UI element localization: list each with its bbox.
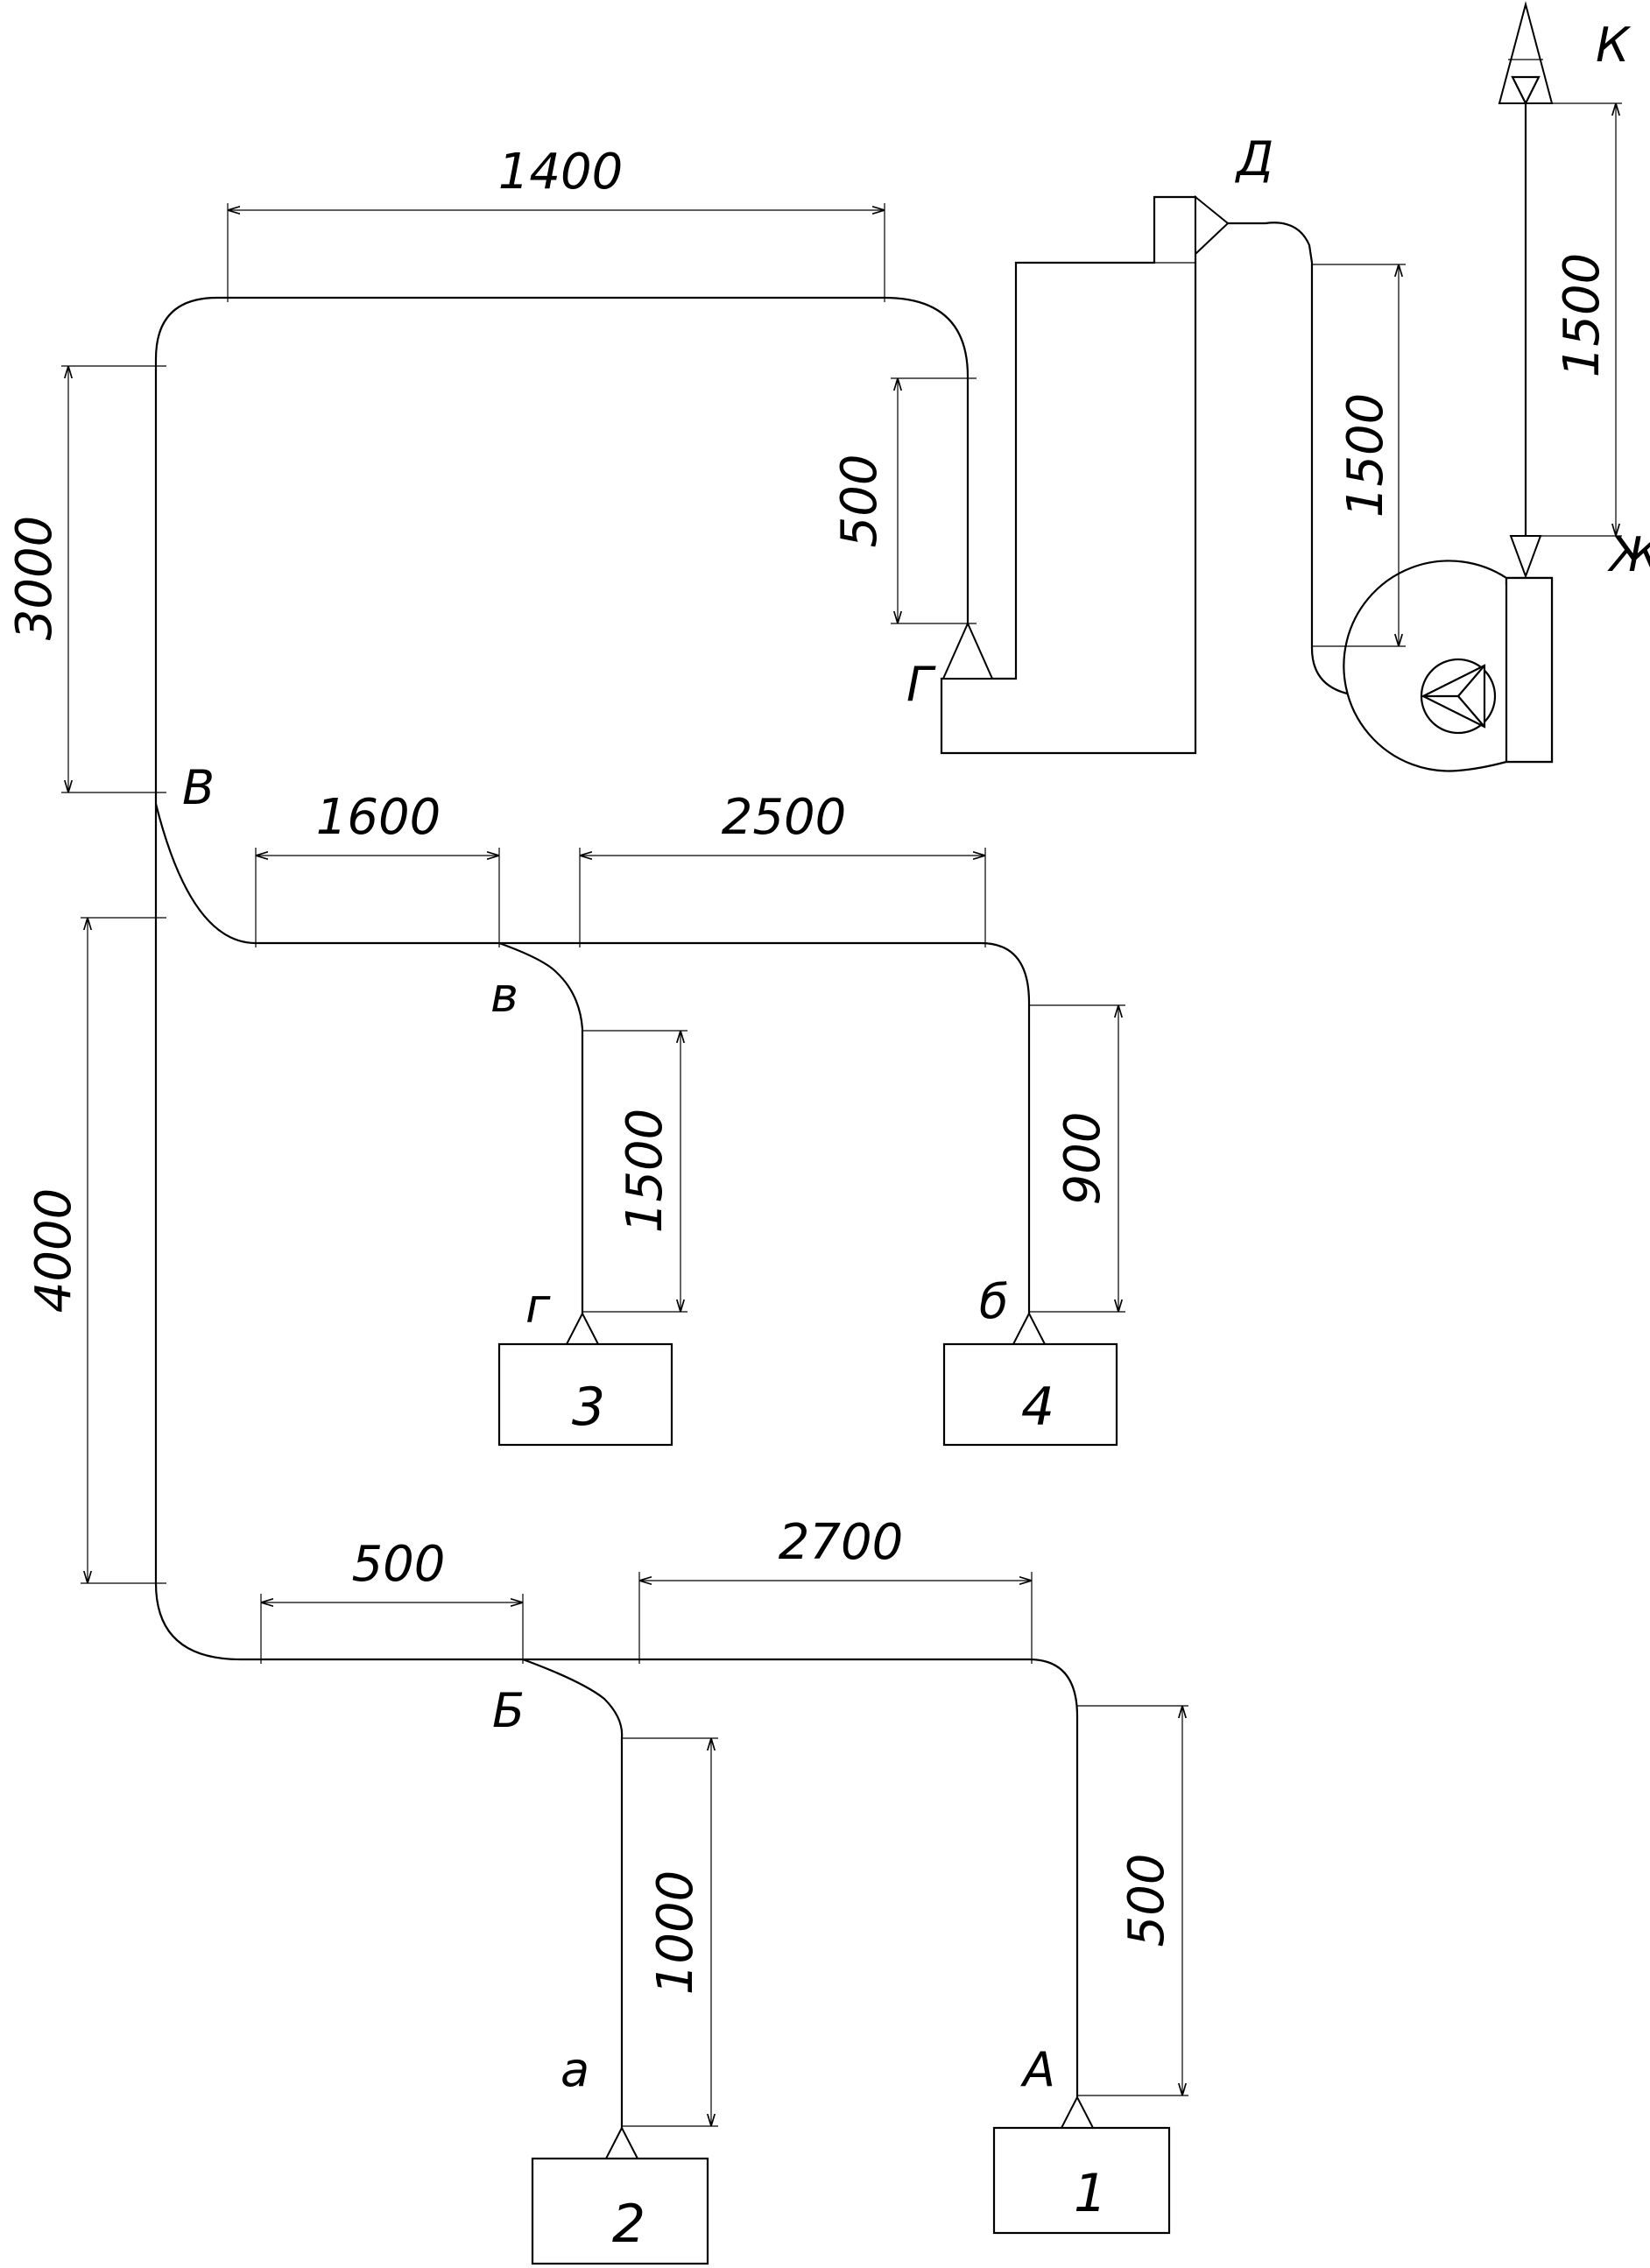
node-labels: К Д Г Ж В в г б Б а А [182,18,1650,2097]
node-b-upper: Б [492,1683,525,1738]
unit-2-label: 2 [612,2194,645,2255]
dim-branch-b-right: 2700 [779,1514,904,1571]
dim-main-lower: 4000 [25,1188,82,1314]
branch-v-duct [154,803,1031,1314]
unit-3-label: 3 [572,1377,605,1438]
hoods [565,1311,1095,2159]
dim-top-run: 1400 [498,144,624,201]
fan-intake-icon [1509,535,1542,579]
node-v-upper: В [182,760,215,815]
hood-3-icon [565,1311,600,1345]
hood-1-icon [1060,2095,1095,2129]
units: 1 2 3 4 [497,1342,1171,2265]
dim-cyclone-fan: 1500 [1337,393,1394,518]
branch-b-duct [154,1582,1079,2097]
cyclone [940,194,1230,755]
dimensions: 1400 500 1500 1500 3000 4000 1600 [6,102,1622,2127]
cyclone-inlet-icon [941,621,994,680]
dim-exhaust-stack: 1500 [1554,253,1611,378]
dim-drop-3: 1500 [617,1109,673,1234]
unit-4: 4 [942,1342,1118,1447]
fan-icon [1421,664,1486,729]
fan-outlet [1505,576,1554,764]
cyclone-body [940,195,1197,755]
node-zh: Ж [1607,527,1650,582]
ductwork [154,103,1527,2128]
cyclone-outlet-icon [1195,194,1230,257]
node-g-lower: г [525,1278,551,1334]
dim-branch-b-left: 500 [352,1536,446,1593]
unit-2: 2 [531,2157,709,2265]
hood-2-icon [604,2125,639,2159]
fan [1343,535,1554,772]
dim-branch-v-right: 2500 [722,789,847,846]
dim-drop-2: 1000 [647,1870,704,1996]
dim-drop-1: 500 [1118,1854,1175,1948]
unit-4-label: 4 [1021,1377,1054,1438]
hood-4-icon [1012,1311,1047,1345]
dim-main-upper: 3000 [6,516,63,641]
drop-2-duct [522,1658,624,2128]
unit-1-label: 1 [1074,2163,1107,2224]
cyclone-fan-duct [1228,222,1423,698]
node-k: К [1596,18,1632,73]
node-d: Д [1235,131,1273,187]
dim-branch-v-left: 1600 [316,789,441,846]
node-a-upper: А [1020,2042,1055,2097]
drop-3-duct [498,941,584,1314]
exhaust-head-icon [1498,1,1554,104]
node-g-upper: Г [906,657,936,712]
node-a-lower: а [561,2042,589,2097]
dim-riser-cyclone: 500 [831,454,888,548]
unit-1: 1 [992,2126,1171,2235]
node-b-lower: б [979,1274,1008,1329]
exhaust-head [1498,1,1554,104]
node-v-lower: в [490,968,518,1023]
unit-3: 3 [497,1342,673,1447]
dim-drop-4: 900 [1054,1112,1111,1206]
